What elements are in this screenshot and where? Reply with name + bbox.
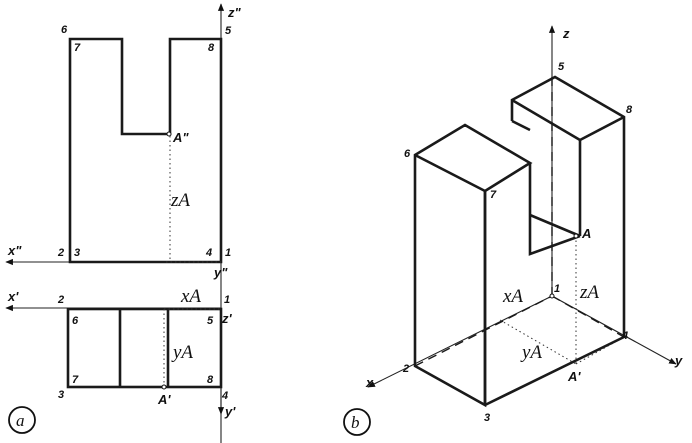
panel-b-badge bbox=[343, 408, 371, 436]
iso-label-5: 5 bbox=[558, 61, 565, 73]
label-4-top: 4 bbox=[221, 390, 228, 402]
axis-label-x-double: x" bbox=[7, 243, 22, 258]
label-8-top: 8 bbox=[207, 374, 214, 386]
iso-label-ya: yA bbox=[520, 342, 542, 363]
label-3: 3 bbox=[74, 247, 80, 259]
slot-floor-back bbox=[529, 213, 581, 238]
label-3-top: 3 bbox=[58, 389, 64, 401]
slot-floor bbox=[528, 163, 581, 256]
panel-a-letter: a bbox=[16, 411, 25, 430]
label-xa-top: xA bbox=[180, 286, 201, 307]
point-a-iso bbox=[573, 233, 579, 239]
right-pillar-outline bbox=[484, 75, 626, 407]
panel-a-badge bbox=[8, 406, 36, 434]
axis-label-z-iso: z bbox=[562, 26, 570, 41]
ya-iso-line bbox=[499, 319, 577, 365]
iso-label-2: 2 bbox=[402, 363, 409, 375]
x-axis-iso bbox=[367, 295, 553, 388]
axis-label-y-prime: y' bbox=[224, 404, 236, 419]
label-1-top: 1 bbox=[224, 294, 230, 306]
axis-label-z-prime: z' bbox=[221, 311, 233, 326]
label-6: 6 bbox=[61, 24, 68, 36]
iso-label-3: 3 bbox=[484, 412, 490, 424]
axis-label-x-iso: x bbox=[365, 375, 374, 390]
right-pillar-top-right bbox=[579, 115, 625, 142]
label-1: 1 bbox=[225, 247, 231, 259]
label-a-prime-top: A' bbox=[157, 392, 171, 407]
label-a-double: A" bbox=[172, 130, 189, 145]
top-view-outline bbox=[66, 307, 223, 389]
axis-label-x-prime: x' bbox=[7, 289, 19, 304]
left-pillar-front-top bbox=[414, 153, 486, 193]
label-2-top: 2 bbox=[57, 294, 64, 306]
point-a-front bbox=[166, 131, 172, 137]
label-5-top: 5 bbox=[207, 315, 214, 327]
label-ya-top: yA bbox=[171, 342, 193, 363]
iso-label-7: 7 bbox=[490, 189, 497, 201]
slot-back-edge bbox=[511, 119, 531, 132]
label-7-top: 7 bbox=[72, 374, 79, 386]
label-8: 8 bbox=[208, 42, 215, 54]
label-za-front: zA bbox=[170, 190, 190, 211]
label-6-top: 6 bbox=[72, 315, 79, 327]
label-4: 4 bbox=[205, 247, 212, 259]
iso-label-1: 1 bbox=[554, 283, 560, 295]
label-2: 2 bbox=[57, 247, 64, 259]
axis-label-y-iso: y bbox=[674, 353, 683, 368]
origin-iso bbox=[549, 293, 555, 299]
panel-b: z x y 5 8 6 7 2 3 4 1 A A' xA zA yA b bbox=[343, 25, 683, 436]
label-7: 7 bbox=[74, 42, 81, 54]
right-pillar-top-front bbox=[511, 98, 581, 142]
front-view-outline bbox=[68, 37, 223, 264]
iso-label-4: 4 bbox=[621, 330, 628, 342]
point-a-top bbox=[161, 384, 167, 390]
axis-label-y-double: y" bbox=[213, 265, 228, 280]
axis-label-z-double: z" bbox=[227, 5, 242, 20]
hidden-edge-2-1 bbox=[414, 295, 553, 367]
label-5: 5 bbox=[225, 25, 232, 37]
iso-label-a-prime: A' bbox=[567, 369, 581, 384]
iso-label-xa: xA bbox=[502, 286, 523, 307]
panel-b-letter: b bbox=[351, 413, 360, 432]
iso-label-6: 6 bbox=[404, 148, 411, 160]
iso-label-a: A bbox=[581, 226, 591, 241]
left-pillar bbox=[413, 123, 533, 408]
panel-a: 6 7 8 5 2 3 4 1 z" x" y" A" zA x' 2 1 6 … bbox=[5, 3, 242, 443]
iso-label-8: 8 bbox=[626, 104, 633, 116]
iso-label-za: zA bbox=[579, 282, 599, 303]
